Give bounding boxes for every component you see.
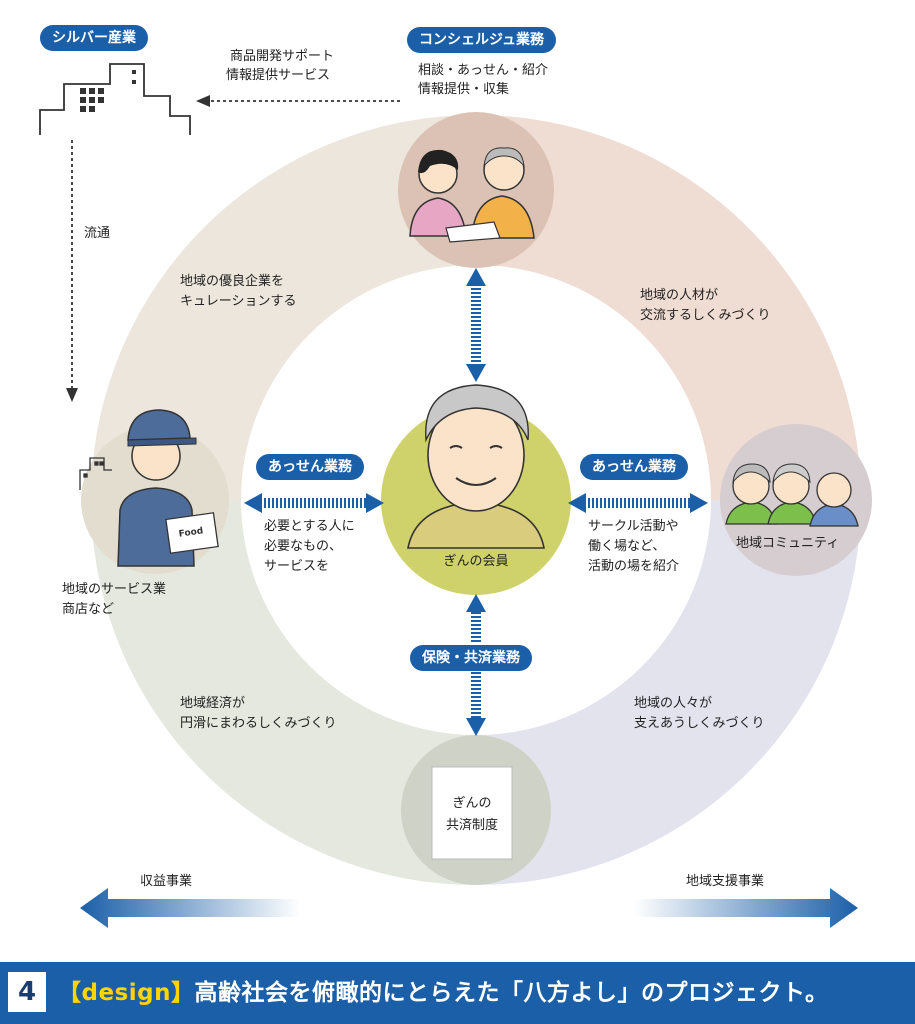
mutual-aid-label-line2: 共済制度 [445, 818, 498, 833]
service-node [79, 409, 229, 574]
member-label: ぎんの会員 [443, 554, 509, 569]
concierge-desc-line1: 相談・あっせん・紹介 [418, 63, 549, 78]
right-link-arrow [568, 493, 708, 513]
community-node [720, 424, 872, 576]
service-label-line1: 商品開発サポート [230, 49, 335, 64]
ring-top-left-line2: キュレーションする [180, 294, 297, 309]
silver-industry-building-icon [39, 63, 191, 135]
community-node-label: 地域コミュニティ [736, 536, 840, 551]
service-node-label-line1: 地域のサービス業 [62, 582, 167, 597]
service-dotted-arrow [196, 95, 400, 107]
community-support-label: 地域支援事業 [686, 874, 765, 889]
revenue-business-label: 収益事業 [140, 874, 193, 889]
bottom-link-arrow [466, 594, 486, 736]
left-link-arrow [244, 493, 384, 513]
ring-top-right-line1: 地域の人材が [640, 288, 719, 303]
left-link-desc-line1: 必要とする人に [264, 519, 355, 534]
service-label-line2: 情報提供サービス [226, 68, 331, 83]
top-link-arrow [466, 268, 486, 382]
ring-quadrant-top-left [91, 115, 476, 500]
distribution-dotted-arrow [66, 140, 78, 402]
figure-number: 4 [8, 972, 46, 1012]
ring-quadrant-bottom-left [91, 500, 476, 885]
ring-quadrant-bottom-right [476, 500, 861, 885]
ring-bottom-right-line2: 支えあうしくみづくり [634, 716, 765, 731]
ring-top-left-line1: 地域の優良企業を [180, 274, 285, 289]
community-support-arrow [634, 888, 858, 928]
ring-bottom-right-line1: 地域の人々が [634, 696, 713, 711]
community-people-illustration [725, 463, 859, 527]
left-mediation-pill: あっせん業務 [256, 454, 364, 480]
insurance-pill: 保険・共済業務 [410, 645, 532, 671]
concierge-pill: コンシェルジュ業務 [407, 27, 557, 53]
ring-quadrant-top-right [476, 115, 861, 500]
service-node-label-line2: 商店など [62, 602, 115, 617]
concierge-desc-line2: 情報提供・収集 [418, 82, 510, 97]
concierge-node [398, 112, 554, 268]
member-node [381, 384, 571, 595]
building-small-icon [79, 457, 112, 490]
right-mediation-pill: あっせん業務 [580, 454, 688, 480]
mutual-aid-card [431, 766, 513, 860]
right-link-desc-line1: サークル活動や [588, 519, 679, 534]
caption-title: 高齢社会を俯瞰的にとらえた「八方よし」のプロジェクト。 [194, 980, 829, 1006]
ring-bottom-left-line2: 円滑にまわるしくみづくり [180, 716, 337, 731]
caption-bar [0, 962, 915, 1024]
left-link-desc-line3: サービスを [264, 559, 330, 574]
right-link-desc-line2: 働く場など、 [588, 539, 666, 554]
figure-caption: 【design】高齢社会を俯瞰的にとらえた「八方よし」のプロジェクト。 [58, 975, 829, 1011]
concierge-people-illustration [409, 147, 535, 243]
silver-industry-pill: シルバー産業 [40, 25, 148, 51]
right-link-desc-line3: 活動の場を紹介 [588, 559, 680, 574]
member-elder-illustration [407, 384, 545, 549]
left-link-desc-line2: 必要なもの、 [264, 539, 343, 554]
revenue-business-arrow [80, 888, 300, 928]
distribution-label: 流通 [84, 226, 111, 241]
worker-illustration [117, 409, 219, 567]
mutual-aid-label-line1: ぎんの [452, 796, 492, 811]
ring-top-right-line2: 交流するしくみづくり [640, 308, 771, 323]
ring-bottom-left-line1: 地域経済が [180, 696, 246, 711]
caption-tag: 【design】 [58, 980, 195, 1006]
project-diagram [39, 63, 872, 928]
mutual-aid-node [401, 735, 551, 885]
ring [91, 115, 861, 885]
